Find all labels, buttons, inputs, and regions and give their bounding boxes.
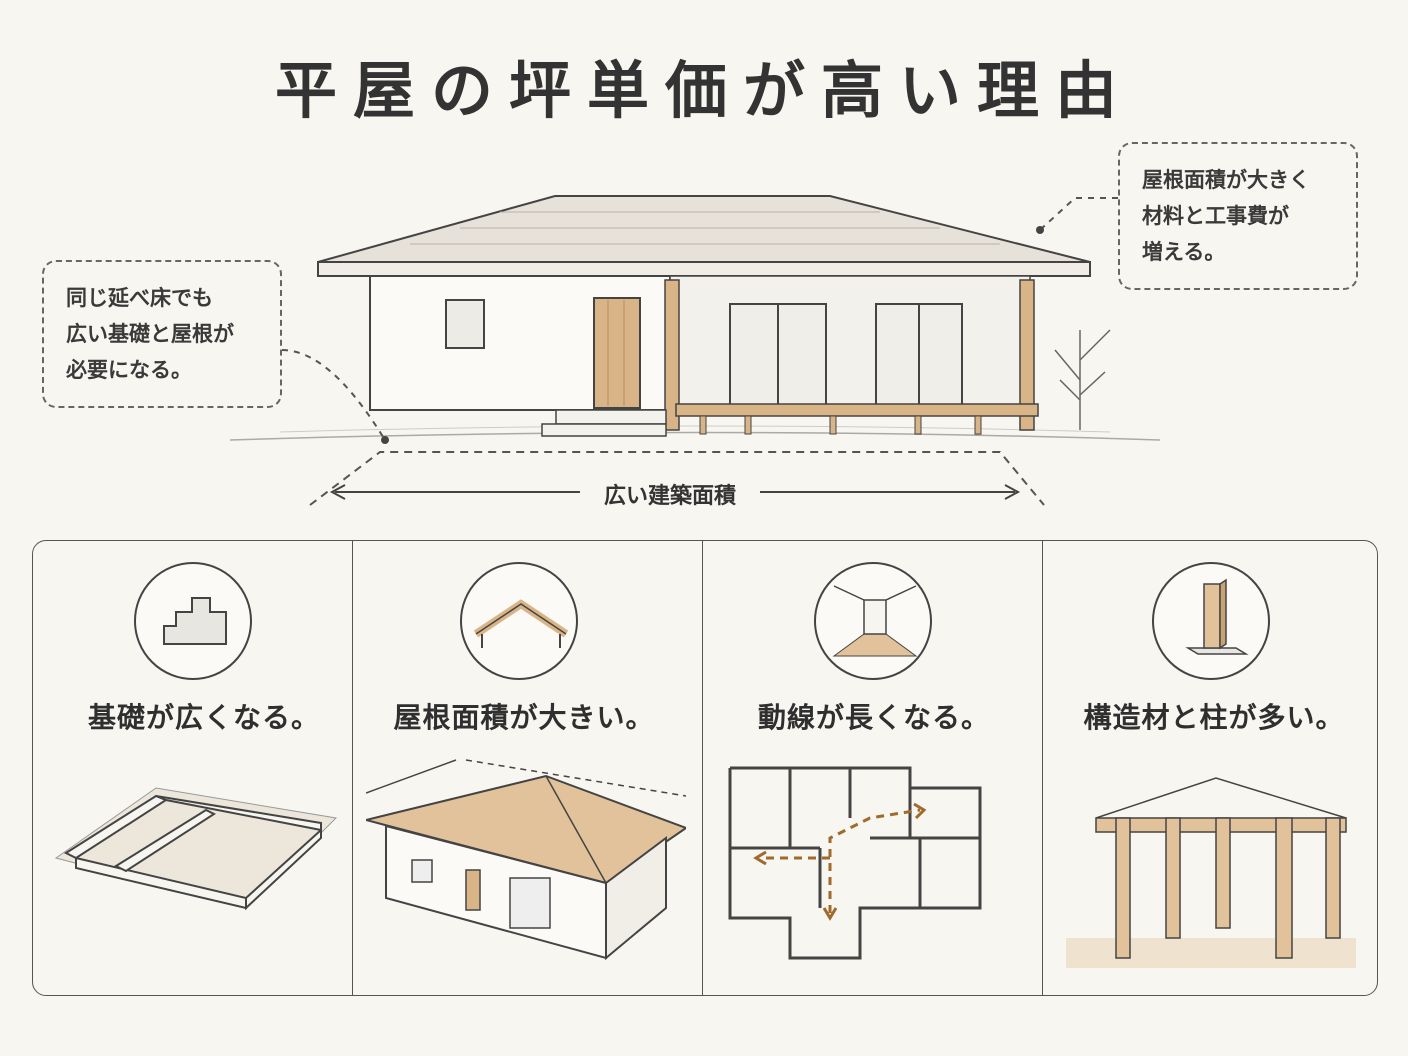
note-foundation-roof: 同じ延べ床でも 広い基礎と屋根が 必要になる。 [42,260,282,408]
card-label: 基礎が広くなる。 [87,701,320,734]
corridor-icon [814,562,932,680]
card-foundation: 基礎が広くなる。 [36,540,372,996]
card-structure: 構造材と柱が多い。 [1046,540,1382,996]
frame-illustration [1066,777,1356,968]
pillar-icon [1152,562,1270,680]
roof-truss-icon [460,562,578,680]
panel-divider [702,540,703,996]
foundation-block-icon [134,562,252,680]
card-label: 構造材と柱が多い。 [1083,701,1345,734]
card-label: 屋根面積が大きい。 [393,701,655,734]
panel-divider [352,540,353,996]
house-illustration [229,195,1161,506]
reasons-panel [32,540,1378,996]
note-roof-cost: 屋根面積が大きく 材料と工事費が 増える。 [1118,142,1358,290]
roof-illustration [366,759,686,961]
foundation-illustration [54,787,338,911]
card-circulation: 動線が長くなる。 [706,540,1042,996]
card-label: 動線が長くなる。 [757,701,990,734]
floorplan-illustration [728,766,982,960]
page-title: 平屋の坪単価が高い理由 [274,54,1133,127]
card-roof: 屋根面積が大きい。 [356,540,692,996]
panel-divider [1042,540,1043,996]
building-area-label: 広い建築面積 [580,478,760,510]
